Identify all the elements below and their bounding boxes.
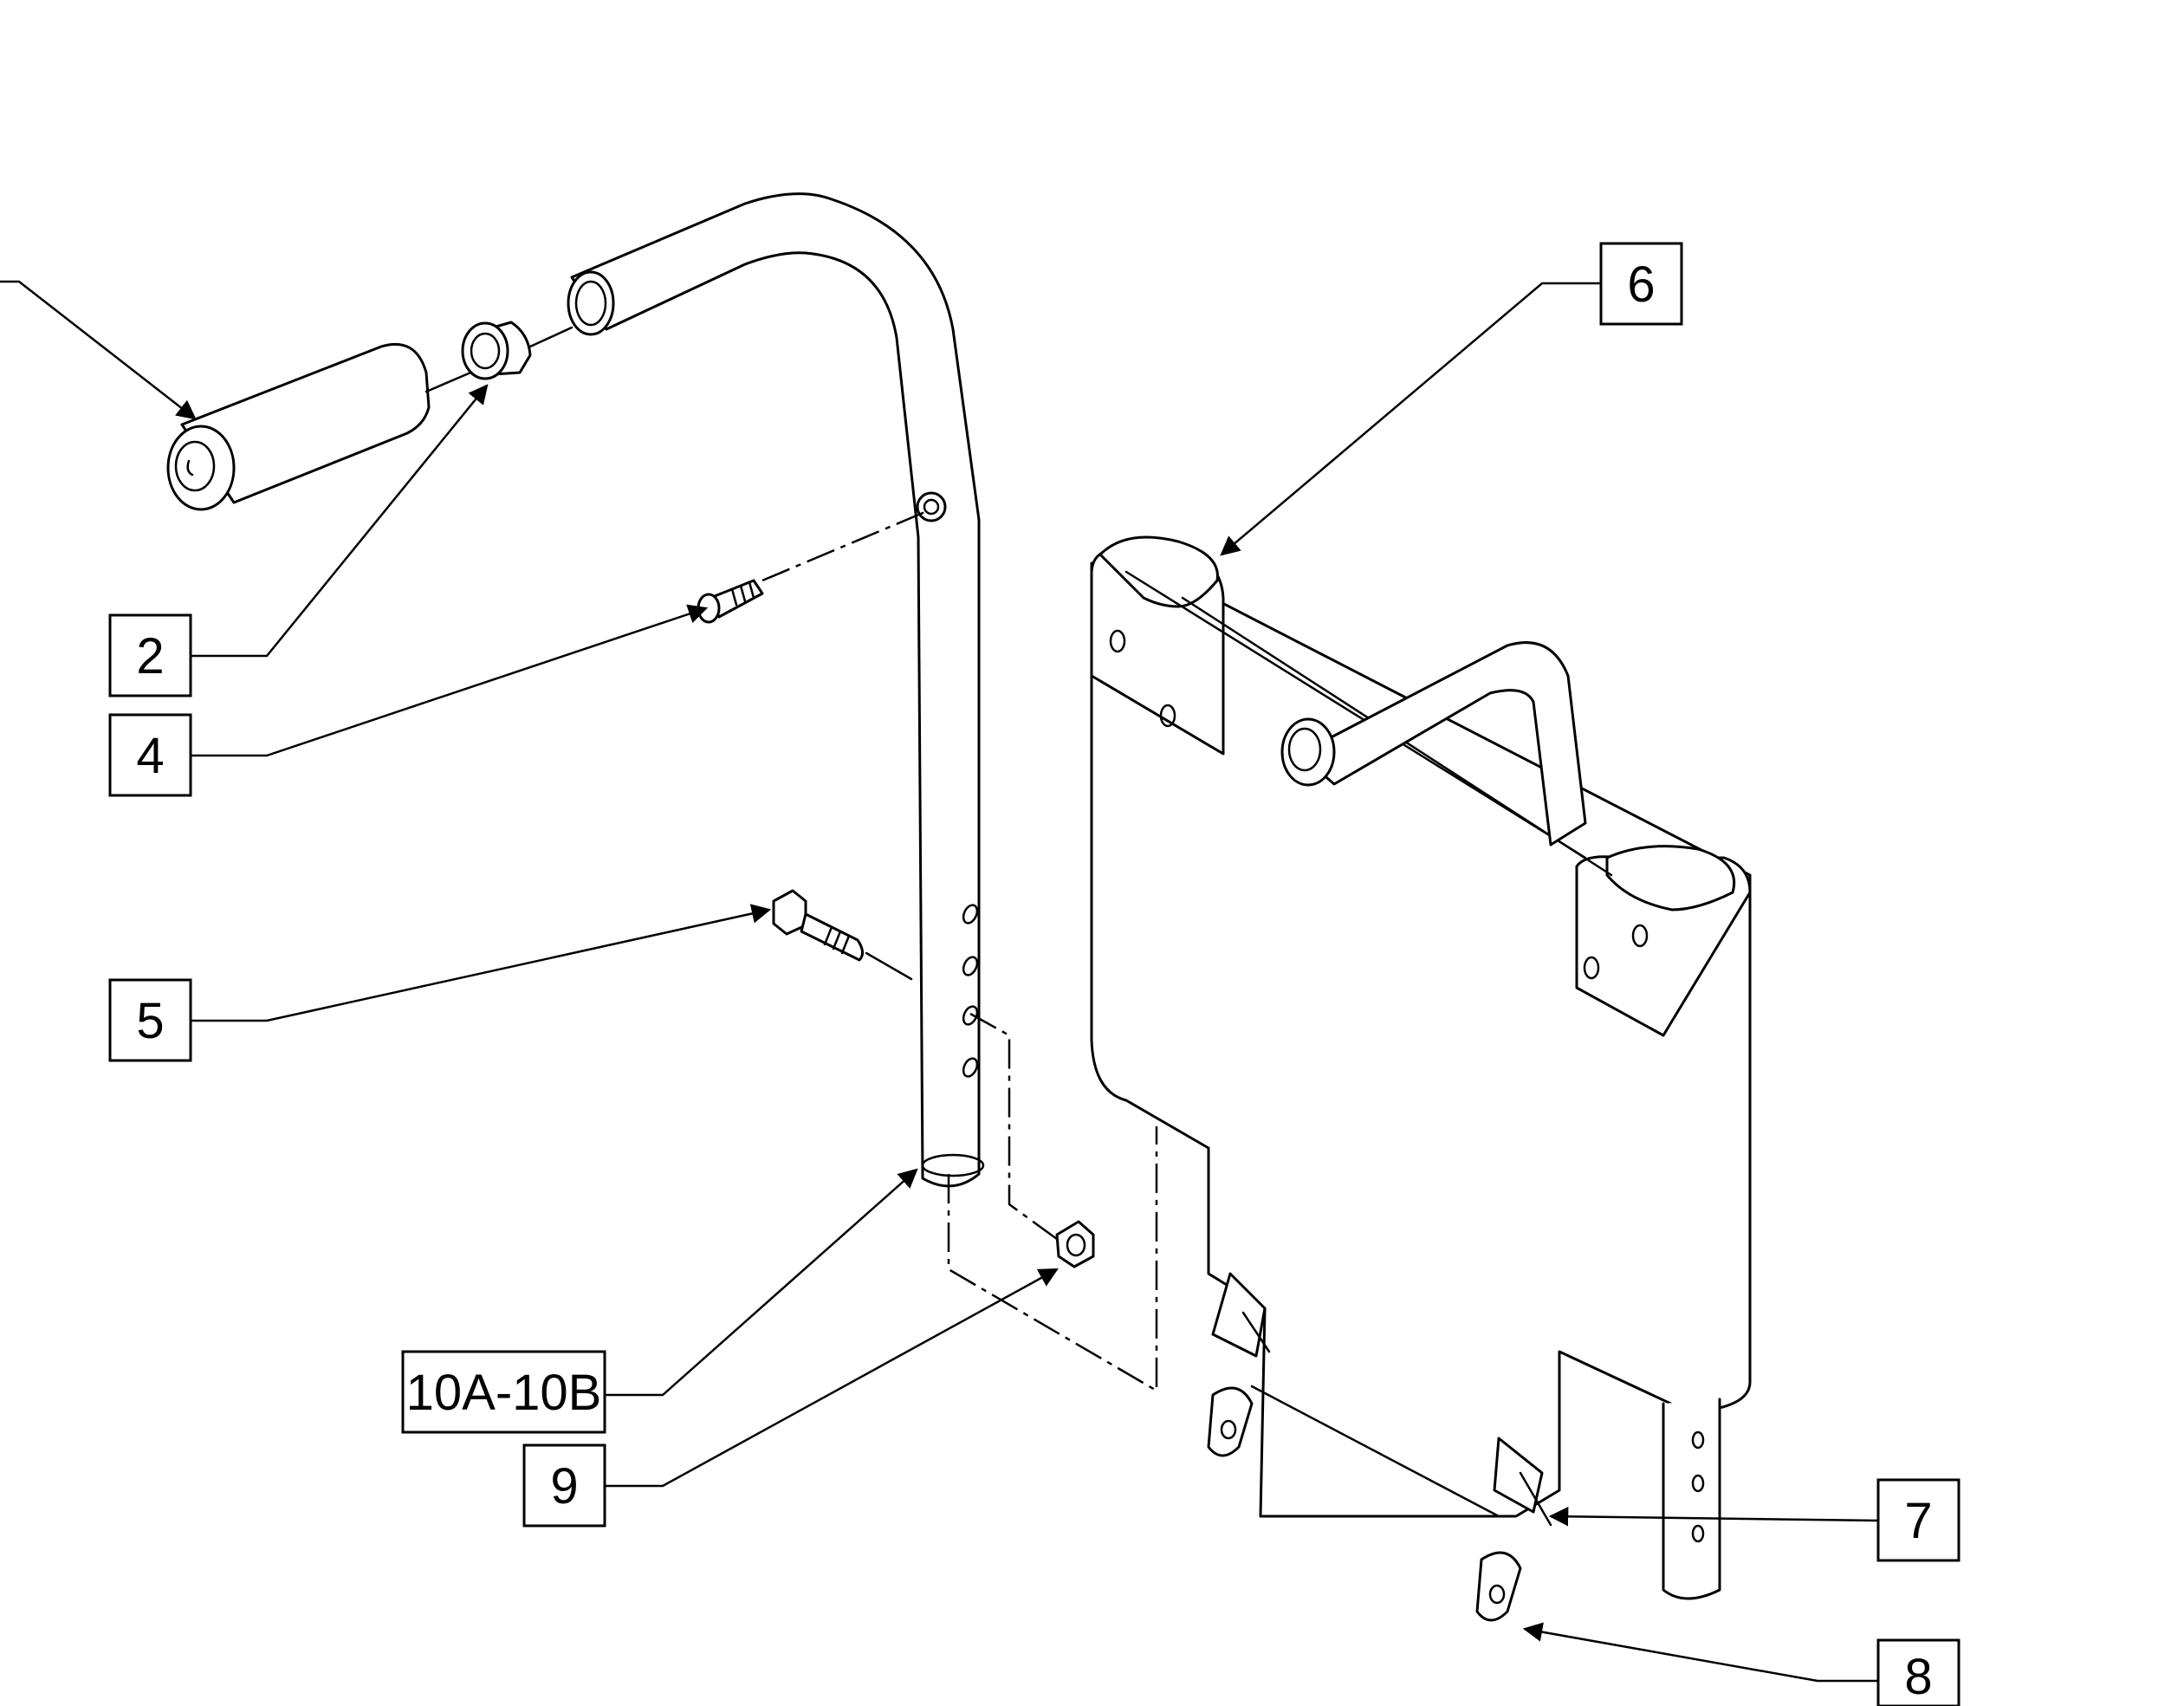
callout-7: 7 [1876,1478,1960,1562]
nut-assembly-line [969,1012,1058,1241]
plug-axis-line [528,326,574,348]
clip-link-line [1250,1385,1500,1518]
grip [166,342,431,511]
callout-2: 2 [108,613,192,697]
svg-text:5: 5 [136,993,164,1049]
callout-10: 10A-10B [401,1350,606,1434]
nut [1055,1220,1095,1268]
clip [1211,1272,1552,1527]
svg-text:8: 8 [1904,1649,1932,1705]
screw-axis-line [761,509,928,582]
bolt [772,889,864,962]
end-plug [461,321,532,380]
callout-9: 9 [522,1443,606,1528]
screw [697,579,764,624]
svg-text:6: 6 [1627,256,1655,313]
callout-4: 4 [108,713,192,797]
callout-8: 8 [1876,1638,1960,1706]
callout-6: 6 [1599,242,1683,326]
svg-text:9: 9 [550,1458,578,1515]
back-upholstery [1090,535,1752,1600]
svg-text:4: 4 [136,728,164,784]
tube-insert-line [947,1126,1158,1393]
bracket [1207,1386,1522,1622]
grip-axis-line [424,369,476,393]
bolt-axis-line [865,951,913,981]
callout-leaders [0,280,1879,1683]
svg-text:10A-10B: 10A-10B [406,1365,602,1421]
callout-5: 5 [108,978,192,1062]
svg-text:2: 2 [136,628,164,684]
svg-text:7: 7 [1904,1493,1932,1549]
push-handle-tube [567,192,985,1188]
